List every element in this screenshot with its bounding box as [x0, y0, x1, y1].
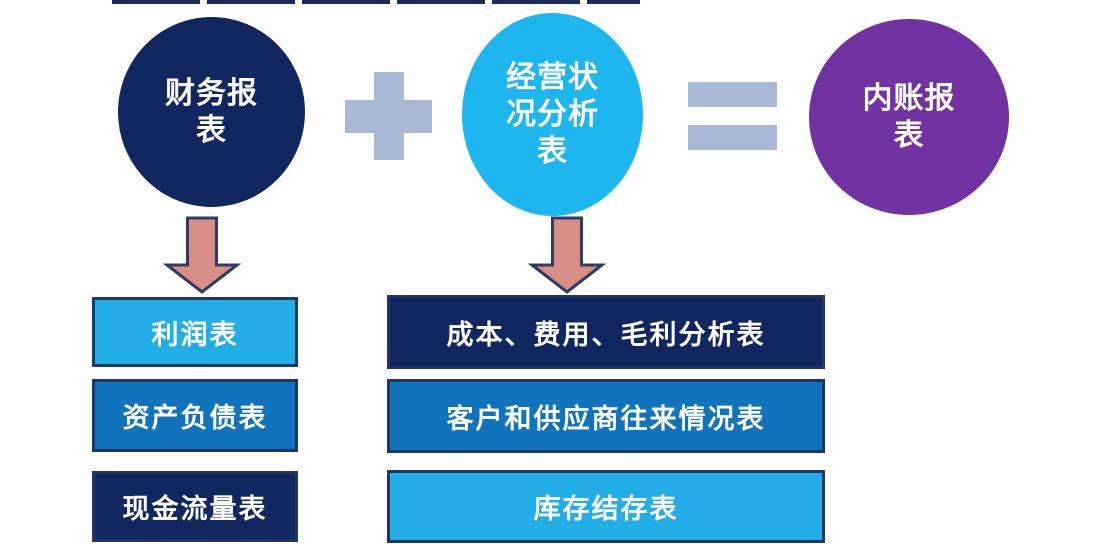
down-arrow-icon-right	[527, 216, 607, 294]
circle-internal-report-label: 内账报 表	[862, 82, 956, 152]
report-box-label: 成本、费用、毛利分析表	[446, 319, 766, 350]
equals-icon	[688, 82, 777, 150]
circle-operating-analysis: 经营状 况分析 表	[462, 13, 643, 216]
down-arrow-shape	[527, 216, 607, 294]
report-box-inventory-balance: 库存结存表	[387, 470, 825, 543]
report-box-income-statement: 利润表	[92, 297, 298, 367]
circle-internal-report: 内账报 表	[809, 19, 1009, 215]
equals-bottom-bar	[688, 125, 777, 150]
equals-top-bar	[688, 82, 777, 107]
circle-financial-statements: 财务报 表	[118, 17, 305, 207]
report-box-label: 利润表	[151, 319, 239, 350]
report-box-balance-sheet: 资产负债表	[92, 379, 298, 452]
report-box-cash-flow: 现金流量表	[92, 471, 298, 542]
cropped-title-line	[112, 0, 640, 4]
down-arrow-icon-left	[162, 216, 242, 294]
circle-financial-statements-label: 财务报 表	[165, 77, 258, 147]
down-arrow-shape	[162, 216, 242, 294]
report-box-label: 资产负债表	[122, 403, 268, 433]
plus-horizontal-bar	[345, 100, 432, 133]
report-box-customer-supplier-transactions: 客户和供应商往来情况表	[387, 379, 825, 453]
report-box-label: 客户和供应商往来情况表	[446, 403, 766, 434]
report-box-cost-expense-gross-profit: 成本、费用、毛利分析表	[387, 295, 825, 369]
report-box-label: 库存结存表	[533, 494, 679, 524]
plus-icon	[345, 72, 432, 160]
report-box-label: 现金流量表	[122, 494, 268, 524]
circle-operating-analysis-label: 经营状 况分析 表	[506, 61, 599, 168]
